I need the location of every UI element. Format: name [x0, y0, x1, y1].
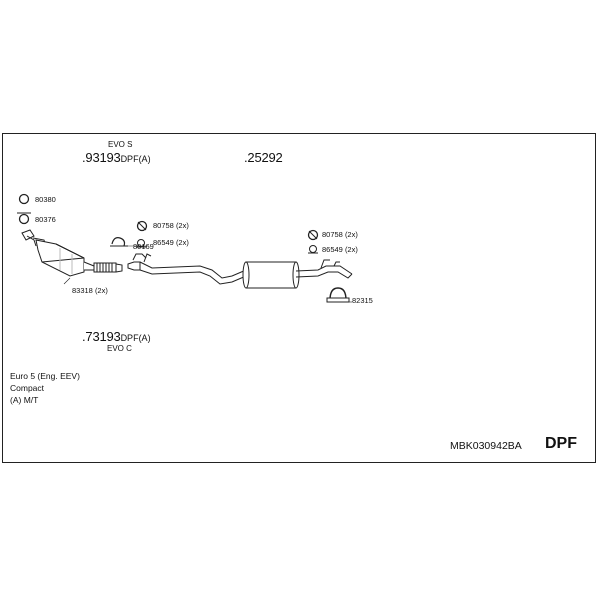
leader-83318 — [63, 277, 71, 285]
part-82315: 82315 — [352, 296, 373, 305]
variant-top-number: .93193DPF(A) — [82, 151, 151, 164]
rear-silencer-icon — [242, 259, 353, 289]
variant-top-label: EVO S — [108, 140, 133, 149]
part-80376: 80376 — [35, 215, 56, 224]
clamp-icon-80758-left — [136, 220, 148, 232]
dpf-front-section-icon — [21, 229, 123, 277]
hanger-icon-86549-left — [136, 239, 146, 248]
ring-icon-80380 — [18, 193, 30, 205]
spec-transmission: (A) M/T — [10, 395, 39, 405]
variant-bottom-number-value: .73193 — [82, 329, 121, 344]
hanger-icon-86549-right — [308, 245, 318, 254]
part-80758-right: 80758 (2x) — [322, 230, 358, 239]
variant-bottom-label: EVO C — [107, 344, 132, 353]
variant-top-number-suffix: DPF(A) — [120, 154, 151, 164]
variant-bottom-number-suffix: DPF(A) — [120, 333, 151, 343]
variant-bottom-number: .73193DPF(A) — [82, 330, 151, 343]
part-80758-left: 80758 (2x) — [153, 221, 189, 230]
diagram-frame — [2, 133, 596, 463]
main-part-number: .25292 — [244, 150, 283, 165]
part-83318: 83318 (2x) — [72, 286, 108, 295]
part-86549-left: 86549 (2x) — [153, 238, 189, 247]
kit-type: DPF — [545, 435, 577, 452]
spec-body: Compact — [10, 383, 45, 393]
clamp-icon-80758-right — [307, 229, 319, 241]
part-86549-right: 86549 (2x) — [322, 245, 358, 254]
kit-code: MBK030942BA — [450, 440, 522, 452]
part-80380: 80380 — [35, 195, 56, 204]
variant-top-number-value: .93193 — [82, 150, 121, 165]
part-80169: 80169 — [133, 242, 154, 251]
middle-pipe-icon — [127, 253, 247, 285]
clamp-icon-80376 — [17, 212, 31, 225]
clamp-icon-80169 — [110, 237, 128, 247]
clamp-icon-82315 — [326, 287, 350, 303]
spec-emission: Euro 5 (Eng. EEV) — [10, 371, 80, 381]
